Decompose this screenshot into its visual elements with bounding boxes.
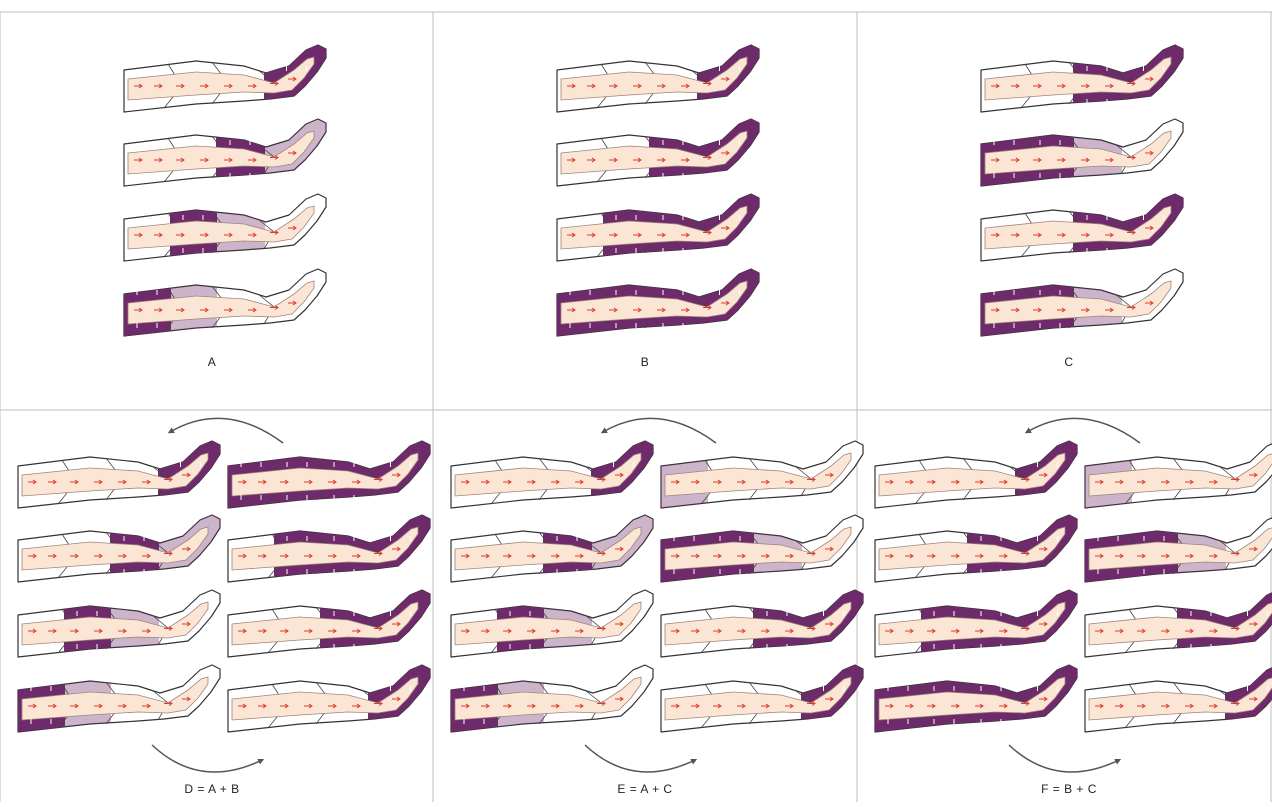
leg-cuff-illustration bbox=[1085, 506, 1272, 596]
leg-cuff-illustration bbox=[1085, 581, 1272, 671]
panel-label: B bbox=[641, 355, 650, 369]
panel-label: E = A + C bbox=[617, 782, 672, 796]
leg-cuff-illustration bbox=[661, 581, 867, 671]
leg-cuff-illustration bbox=[18, 432, 224, 522]
leg-cuff-illustration bbox=[124, 110, 330, 200]
leg-cuff-illustration bbox=[228, 656, 434, 746]
leg-cuff-illustration bbox=[661, 506, 863, 596]
leg-cuff-illustration bbox=[451, 506, 657, 596]
sequence-arrow-bottom bbox=[585, 745, 695, 772]
sequence-arrow-top bbox=[603, 418, 716, 443]
leg-cuff-illustration bbox=[1085, 656, 1272, 746]
leg-cuff-illustration bbox=[981, 36, 1187, 126]
panel-label: D = A + B bbox=[184, 782, 239, 796]
leg-cuff-illustration bbox=[451, 656, 653, 746]
leg-cuff-illustration bbox=[451, 581, 653, 671]
leg-cuff-illustration bbox=[557, 260, 763, 350]
leg-cuff-illustration bbox=[228, 506, 434, 596]
leg-cuff-illustration bbox=[228, 432, 434, 522]
leg-cuff-illustration bbox=[1085, 432, 1272, 522]
leg-cuff-illustration bbox=[451, 432, 657, 522]
leg-cuff-illustration bbox=[557, 36, 763, 126]
leg-cuff-illustration bbox=[228, 581, 434, 671]
leg-cuff-illustration bbox=[875, 506, 1081, 596]
panel-label: C bbox=[1064, 355, 1073, 369]
sequence-arrow-bottom bbox=[152, 745, 262, 772]
leg-cuff-illustration bbox=[661, 432, 863, 522]
leg-cuff-illustration bbox=[557, 185, 763, 275]
leg-cuff-illustration bbox=[875, 656, 1081, 746]
leg-cuff-illustration bbox=[661, 656, 867, 746]
leg-cuff-illustration bbox=[18, 506, 224, 596]
leg-cuff-illustration bbox=[124, 260, 326, 350]
leg-cuff-illustration bbox=[981, 110, 1183, 200]
leg-cuff-illustration bbox=[981, 260, 1183, 350]
leg-cuff-illustration bbox=[124, 36, 330, 126]
leg-cuff-illustration bbox=[18, 656, 220, 746]
leg-cuff-illustration bbox=[18, 581, 220, 671]
leg-cuff-illustration bbox=[557, 110, 763, 200]
panel-label: F = B + C bbox=[1041, 782, 1097, 796]
leg-cuff-illustration bbox=[124, 185, 326, 275]
sequence-arrow-bottom bbox=[1009, 745, 1119, 772]
panel-label: A bbox=[208, 355, 217, 369]
sequence-arrow-top bbox=[170, 418, 283, 443]
leg-cuff-illustration bbox=[875, 581, 1081, 671]
leg-cuff-illustration bbox=[875, 432, 1081, 522]
leg-cuff-illustration bbox=[981, 185, 1187, 275]
sequence-arrow-top bbox=[1027, 418, 1140, 443]
